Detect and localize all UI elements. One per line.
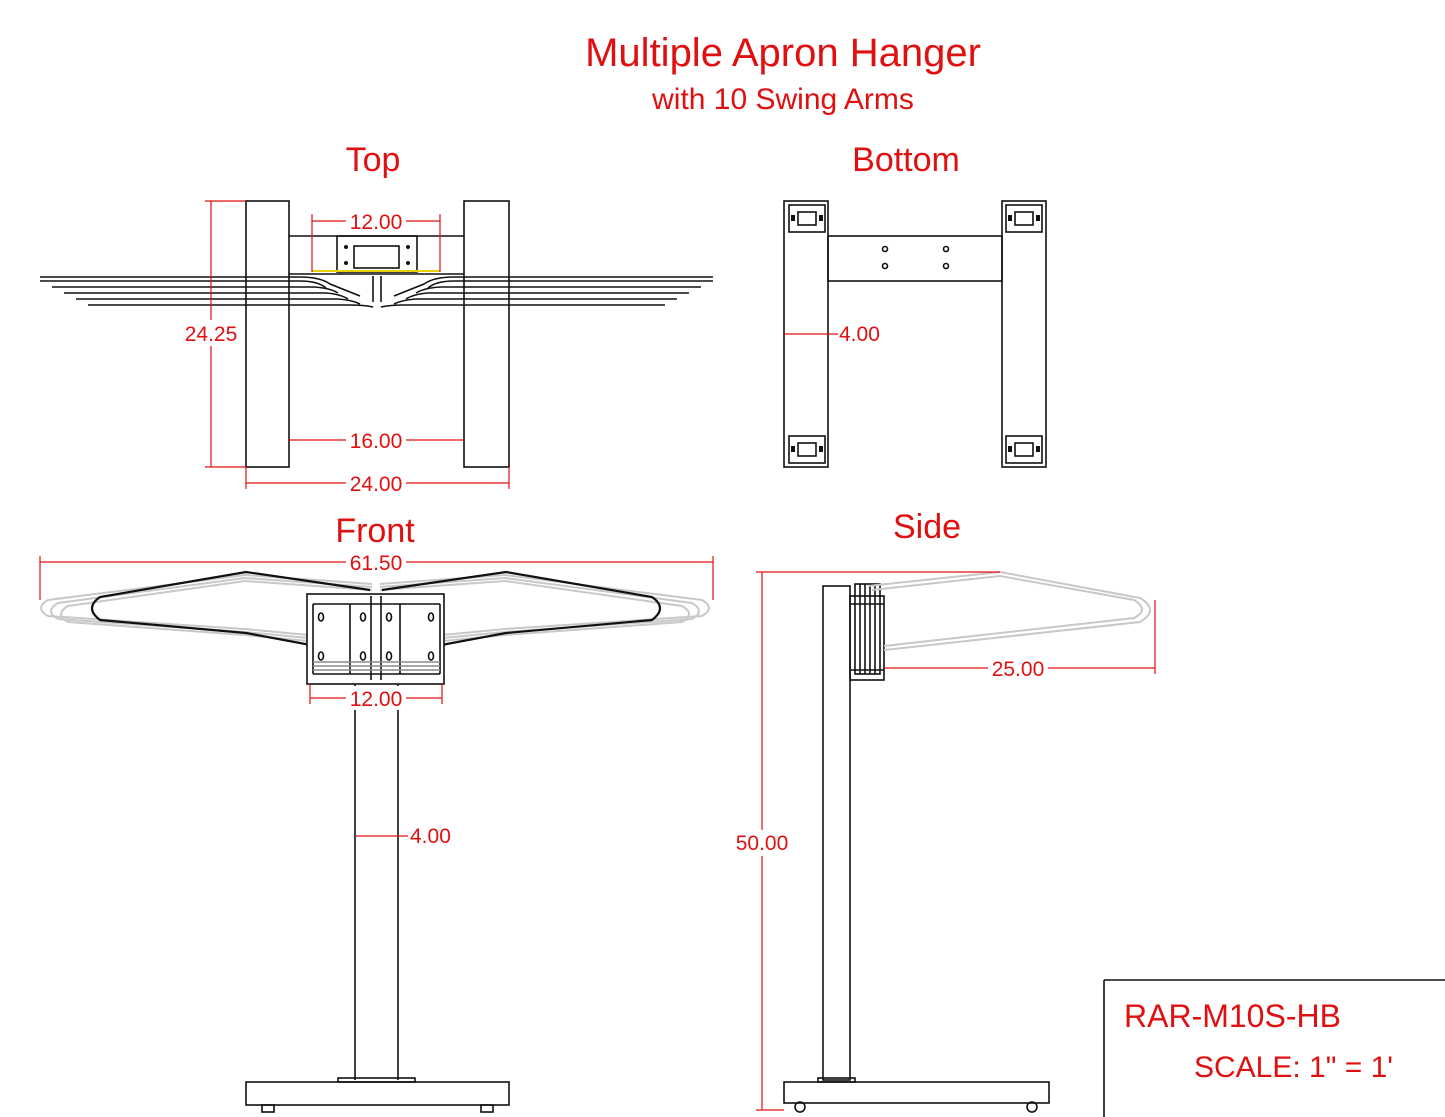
- front-view: Front: [39, 512, 714, 1113]
- title-block: RAR-M10S-HB SCALE: 1" = 1': [1103, 979, 1445, 1117]
- bottom-view-label: Bottom: [852, 141, 960, 179]
- bottom-crossbar: [827, 235, 1003, 282]
- top-plate-width-dim: 12.00: [350, 211, 403, 234]
- bottom-leveler-feet: [788, 204, 1043, 464]
- bottom-right-leg: [1001, 200, 1047, 468]
- front-view-label: Front: [335, 512, 415, 550]
- side-base: [783, 1081, 1050, 1104]
- front-right-arm: [381, 570, 662, 658]
- front-plate-width-dim: 12.00: [350, 688, 403, 711]
- top-depth-dim: 24.25: [185, 323, 238, 346]
- side-height-dim: 50.00: [736, 832, 789, 855]
- part-number: RAR-M10S-HB: [1124, 998, 1341, 1034]
- drawing-subtitle: with 10 Swing Arms: [651, 83, 914, 116]
- side-arm: [867, 570, 1151, 651]
- top-right-leg: [463, 200, 510, 468]
- front-base: [245, 1081, 510, 1106]
- top-view-label: Top: [346, 141, 401, 179]
- top-left-leg: [245, 200, 290, 468]
- scale-note: SCALE: 1" = 1': [1194, 1051, 1393, 1084]
- bottom-view: Bottom 4.00: [783, 141, 1047, 468]
- top-swing-arms: [40, 276, 713, 308]
- bottom-leg-width-dim: 4.00: [839, 323, 880, 346]
- top-inner-span-dim: 16.00: [350, 430, 403, 453]
- front-arm-stack: [40, 570, 710, 658]
- side-bracket: [849, 595, 885, 681]
- side-view: Side 25.00 50.00: [732, 508, 1156, 1113]
- side-post: [822, 585, 851, 1081]
- front-post-width-dim: 4.00: [410, 825, 451, 848]
- front-mount-plate: [306, 593, 445, 685]
- side-view-label: Side: [893, 508, 961, 546]
- top-view: Top: [40, 141, 713, 496]
- top-overall-width-dim: 24.00: [350, 473, 403, 496]
- front-left-arm: [90, 570, 371, 658]
- front-arm-span-dim: 61.50: [350, 552, 403, 575]
- drawing-title: Multiple Apron Hanger: [585, 31, 981, 75]
- top-mount-plate: [336, 235, 418, 273]
- side-arm-length-dim: 25.00: [992, 658, 1045, 681]
